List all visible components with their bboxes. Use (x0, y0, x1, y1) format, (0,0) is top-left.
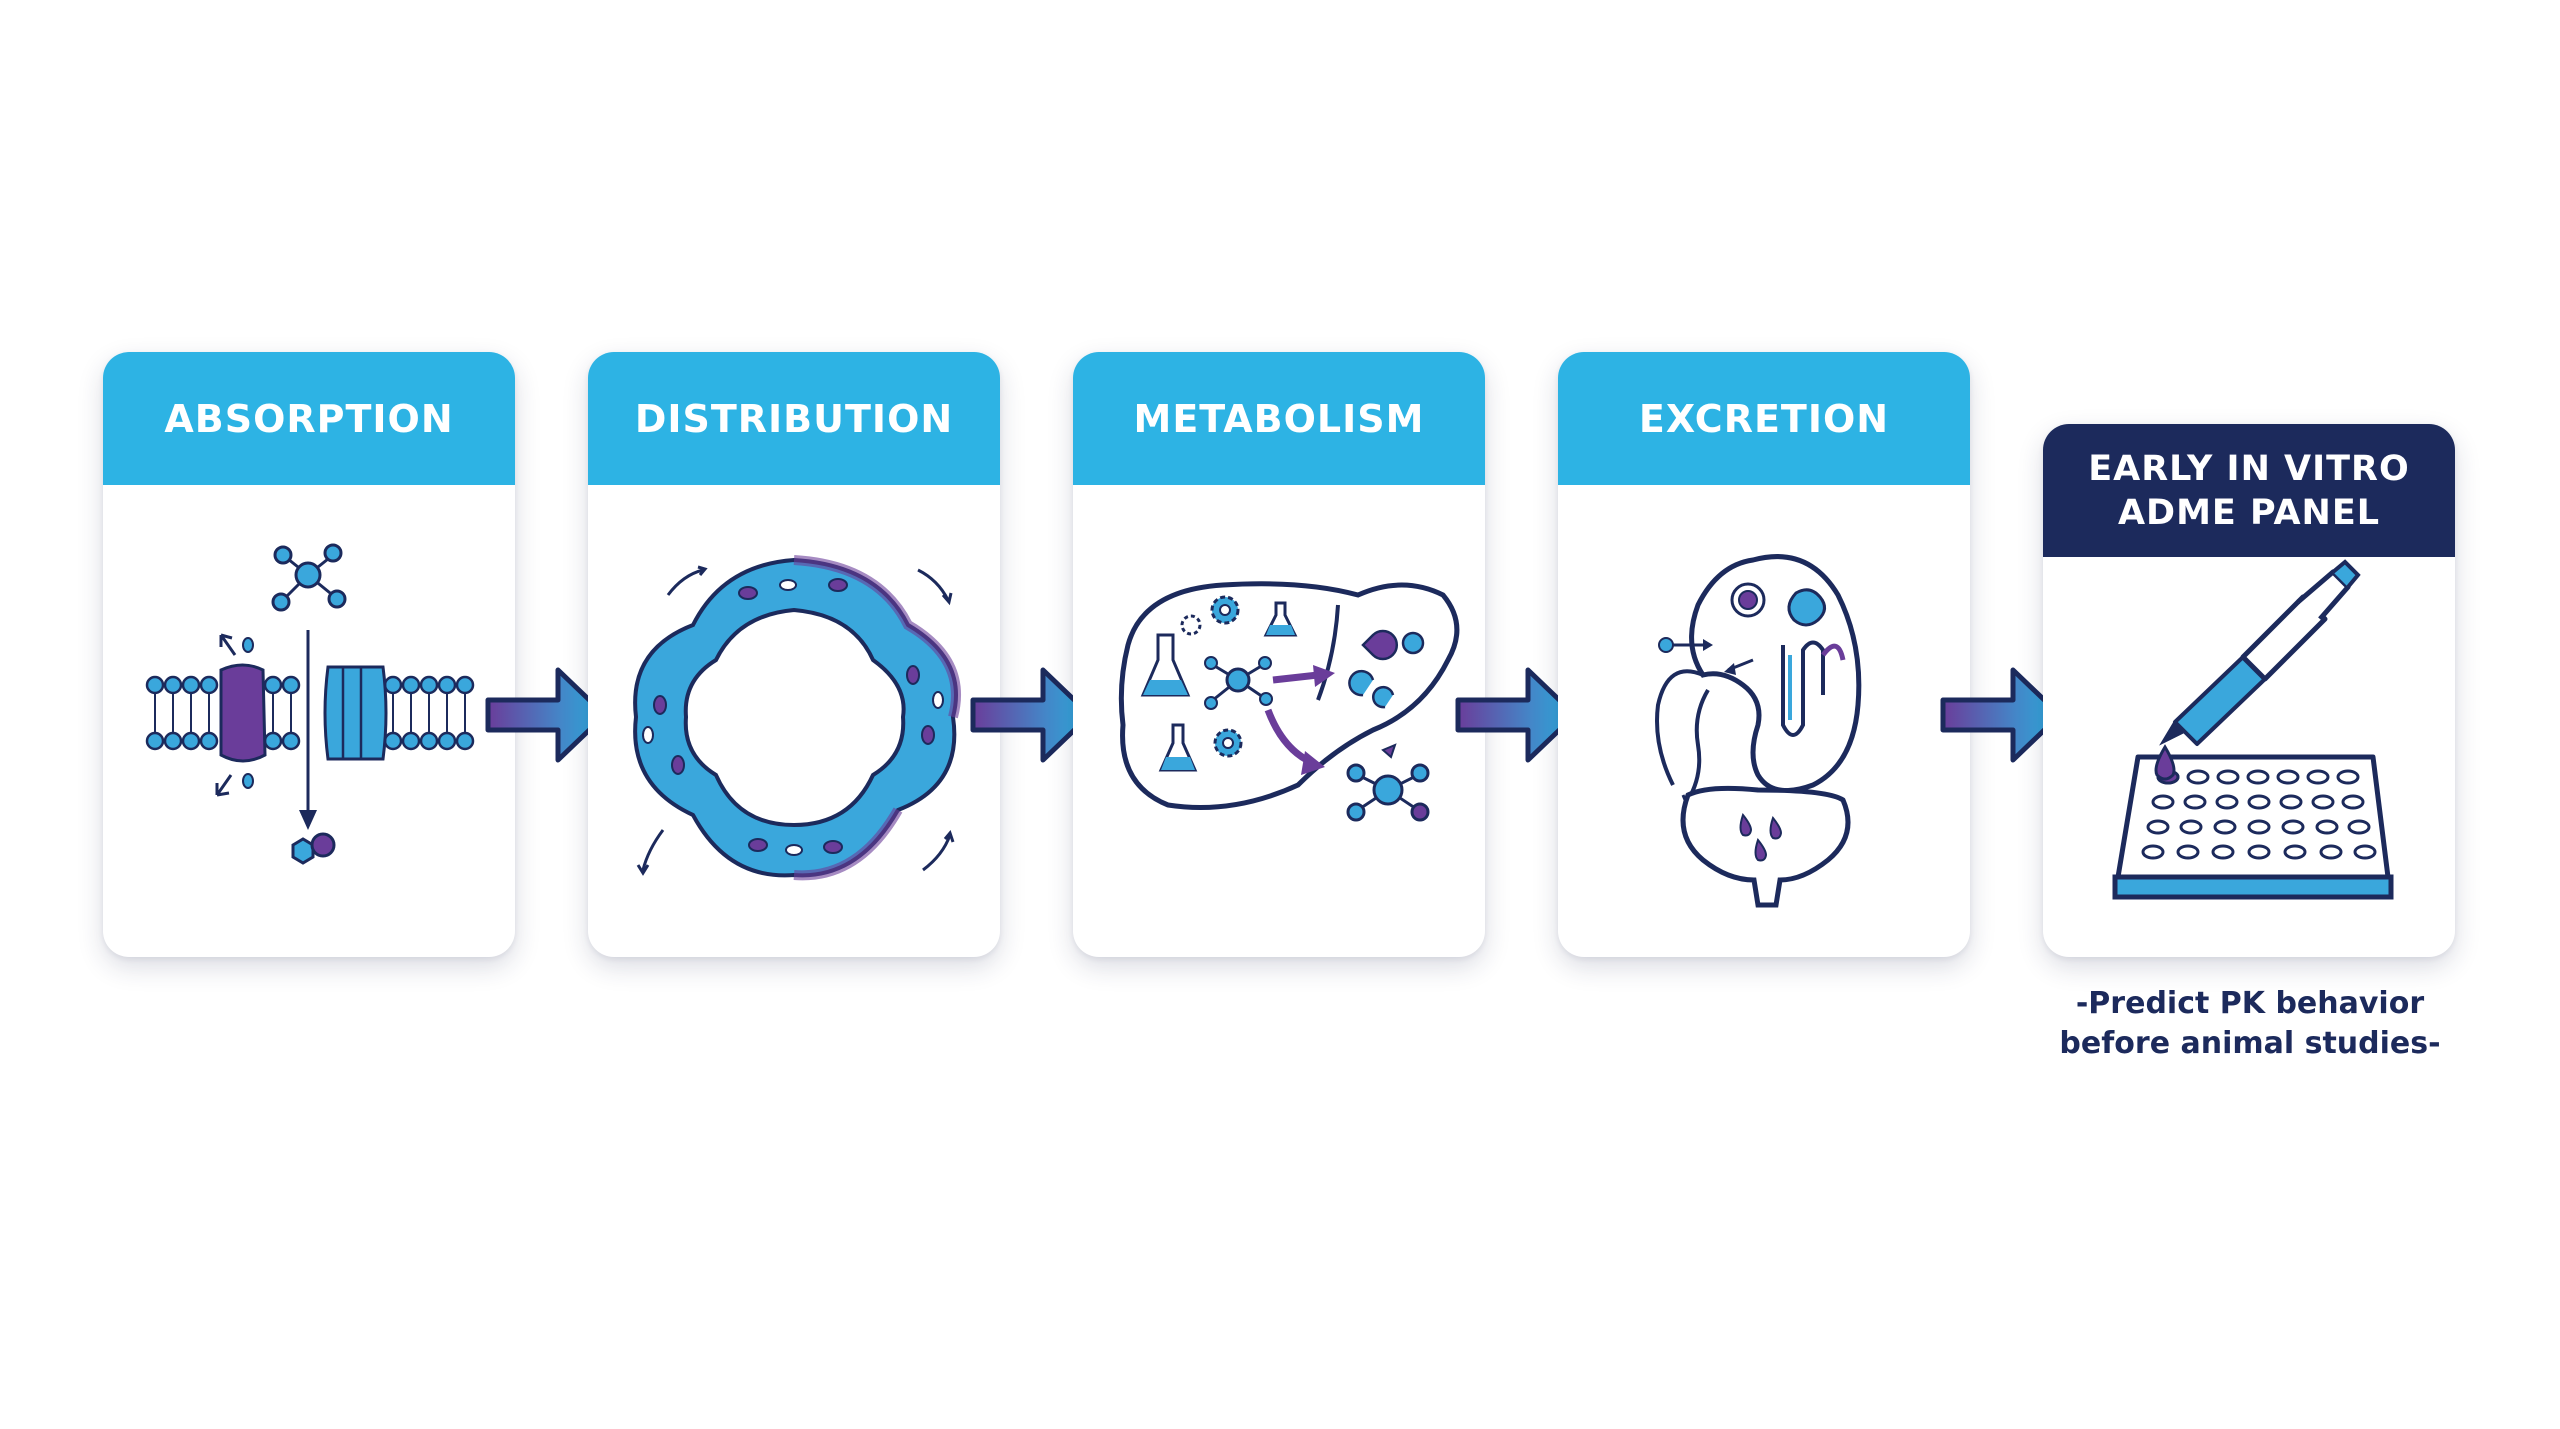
blood-vessel-network-icon (633, 555, 961, 881)
caption-line-1: -Predict PK behavior (2075, 986, 2425, 1021)
stage-header: DISTRIBUTION (588, 352, 1000, 485)
flow-arrow-icon (1940, 667, 2063, 763)
cell-membrane-icon (145, 543, 475, 865)
stage-title: EXCRETION (1638, 396, 1890, 441)
panel-title-line-1: EARLY IN VITRO (2088, 448, 2410, 489)
stage-header: METABOLISM (1073, 352, 1485, 485)
stage-card-absorption: ABSORPTION (103, 352, 515, 957)
panel-caption: -Predict PK behavior before animal studi… (2030, 984, 2470, 1064)
panel-header: EARLY IN VITRO ADME PANEL (2043, 424, 2455, 557)
flow-arrow-icon (970, 667, 1093, 763)
stage-card-metabolism: METABOLISM (1073, 352, 1485, 957)
stage-card-excretion: EXCRETION (1558, 352, 1970, 957)
stage-title: DISTRIBUTION (634, 396, 954, 441)
stage-title: ABSORPTION (164, 396, 454, 441)
pipette-well-plate-icon (2112, 559, 2394, 900)
kidney-icon (1655, 554, 1862, 908)
caption-line-2: before animal studies- (2059, 1026, 2441, 1061)
flow-arrow-icon (485, 667, 608, 763)
stage-header: ABSORPTION (103, 352, 515, 485)
stage-title: METABOLISM (1133, 396, 1425, 441)
panel-title: EARLY IN VITRO ADME PANEL (2088, 447, 2410, 535)
stage-header: EXCRETION (1558, 352, 1970, 485)
liver-icon (1118, 581, 1460, 822)
stage-card-distribution: DISTRIBUTION (588, 352, 1000, 957)
panel-title-line-2: ADME PANEL (2117, 492, 2381, 533)
adme-panel-card: EARLY IN VITRO ADME PANEL (2043, 424, 2455, 957)
flow-arrow-icon (1455, 667, 1578, 763)
